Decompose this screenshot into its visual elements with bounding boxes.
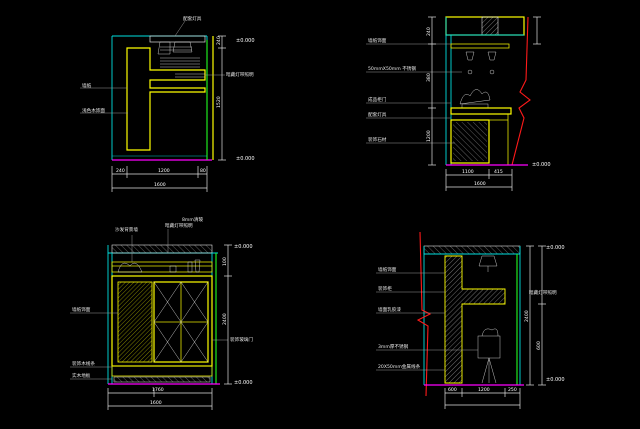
label-lamp: 配套灯具 xyxy=(183,15,202,22)
dim-4-a: 600 xyxy=(448,387,457,393)
dim-right-3: 2400 100 xyxy=(222,244,232,385)
label-3-wallpaper: 墙纸饰面 xyxy=(72,306,91,313)
break-line xyxy=(511,16,531,166)
label-3-glass: 8mm清玻 xyxy=(182,216,203,223)
label-2-steel: 50mmX50mm 不锈钢 xyxy=(368,65,416,72)
label-4-metal-line: 20X50mm金属线条 xyxy=(378,363,421,370)
pendant-lamp-icon xyxy=(157,41,193,55)
dim-3-total: 1600 xyxy=(150,400,162,406)
level-4-floor: ±0.000 xyxy=(546,377,565,383)
spot-lamps-icon xyxy=(465,51,497,75)
dim-4-c: 250 xyxy=(508,387,517,393)
label-4-light: 暗藏灯带照明 xyxy=(529,289,557,296)
label-light-strip: 暗藏灯带照明 xyxy=(226,71,254,78)
column-shelf xyxy=(444,255,506,384)
dim-1-r2: 1520 xyxy=(216,96,222,108)
label-2-wallpaper: 墙纸饰面 xyxy=(368,37,387,44)
dim-3-r1: 2400 xyxy=(222,313,228,325)
label-2-door: 成品柜门 xyxy=(368,96,387,103)
dim-4-b: 1200 xyxy=(478,387,490,393)
level-1-floor: ±0.000 xyxy=(236,156,255,162)
elevation-3: 沙发背景墙 8mm清玻 暗藏灯带照明 墙纸饰面 装饰玻璃门 装饰木线条 实木地板… xyxy=(70,216,253,410)
dim-left-2: 240 380 1200 xyxy=(426,16,436,166)
dim-4-r1: 2400 xyxy=(524,310,530,322)
break-line-4 xyxy=(416,231,432,397)
dim-1-a: 240 xyxy=(116,168,125,174)
label-3-light: 暗藏灯带照明 xyxy=(165,222,193,229)
dim-1-r1: 240 xyxy=(216,36,222,45)
dim-bottom-2: 1100 415 1600 xyxy=(445,169,513,191)
level-2-floor: ±0.000 xyxy=(532,162,551,168)
chair-icon xyxy=(477,328,501,384)
dim-bottom-1: 240 1200 80 1600 xyxy=(111,166,208,192)
dim-2-total: 1600 xyxy=(474,181,486,187)
level-1-top: ±0.000 xyxy=(236,38,255,44)
dim-right-4: 2400 600 xyxy=(524,245,546,386)
label-3-wood-line: 装饰木线条 xyxy=(72,360,95,367)
level-4-top: ±0.000 xyxy=(546,245,565,251)
dim-1-total: 1600 xyxy=(154,182,166,188)
beam-hatch xyxy=(481,16,499,36)
label-4-paint: 墙面乳胶漆 xyxy=(378,306,401,313)
label-3-sofa-wall: 沙发背景墙 xyxy=(115,226,138,233)
ceiling-hatch-3 xyxy=(111,244,213,254)
label-2-lamp: 配套灯具 xyxy=(368,111,387,118)
elevation-2: 墙纸饰面 50mmX50mm 不锈钢 成品柜门 配套灯具 装饰石材 1100 4… xyxy=(366,16,551,191)
dim-2-b: 415 xyxy=(494,169,503,175)
dim-4-r2: 600 xyxy=(536,341,542,350)
level-3-floor: ±0.000 xyxy=(234,380,253,386)
dim-3-r2: 100 xyxy=(222,257,228,266)
label-wallpaper: 墙纸 xyxy=(82,82,92,89)
dim-3-a: 1760 xyxy=(152,387,164,393)
dim-1-c: 80 xyxy=(200,168,206,174)
ceiling-hatch-4 xyxy=(423,245,521,255)
plant-icon xyxy=(459,89,491,109)
label-4-steel: 3mm厚不锈钢 xyxy=(378,343,409,350)
label-wood-veneer: 浅色木饰面 xyxy=(82,107,105,114)
dim-2-l2: 380 xyxy=(426,73,432,82)
dim-bottom-4: 600 1200 250 xyxy=(444,387,521,409)
dim-2-l3: 1200 xyxy=(426,130,432,142)
label-4-wallpaper: 墙纸饰面 xyxy=(378,266,397,273)
label-3-floor: 实木地板 xyxy=(72,372,91,379)
elevation-1: 配套灯具 暗藏灯带照明 墙纸 浅色木饰面 240 1200 80 1600 24… xyxy=(80,15,255,192)
label-4-cabinet: 装饰柜 xyxy=(378,285,392,292)
level-3-top: ±0.000 xyxy=(234,244,253,250)
ceiling-lamp-icon xyxy=(478,255,498,272)
dim-2-a: 1100 xyxy=(462,169,474,175)
label-2-stone: 装饰石材 xyxy=(368,136,387,143)
decor-vases-icon xyxy=(117,259,201,273)
cabinet-hatch xyxy=(453,122,487,161)
elevation-4: 墙纸饰面 装饰柜 墙面乳胶漆 3mm厚不锈钢 20X50mm金属线条 暗藏灯带照… xyxy=(376,231,565,409)
dim-bottom-3: 1760 1600 xyxy=(107,387,213,410)
glass-door-left xyxy=(117,281,153,363)
shelf-lines xyxy=(160,57,205,78)
label-3-glass-door: 装饰玻璃门 xyxy=(230,336,253,343)
dim-1-b: 1200 xyxy=(158,168,170,174)
dim-right-1: 240 1520 xyxy=(216,35,226,161)
dim-2-l1: 240 xyxy=(426,27,432,36)
